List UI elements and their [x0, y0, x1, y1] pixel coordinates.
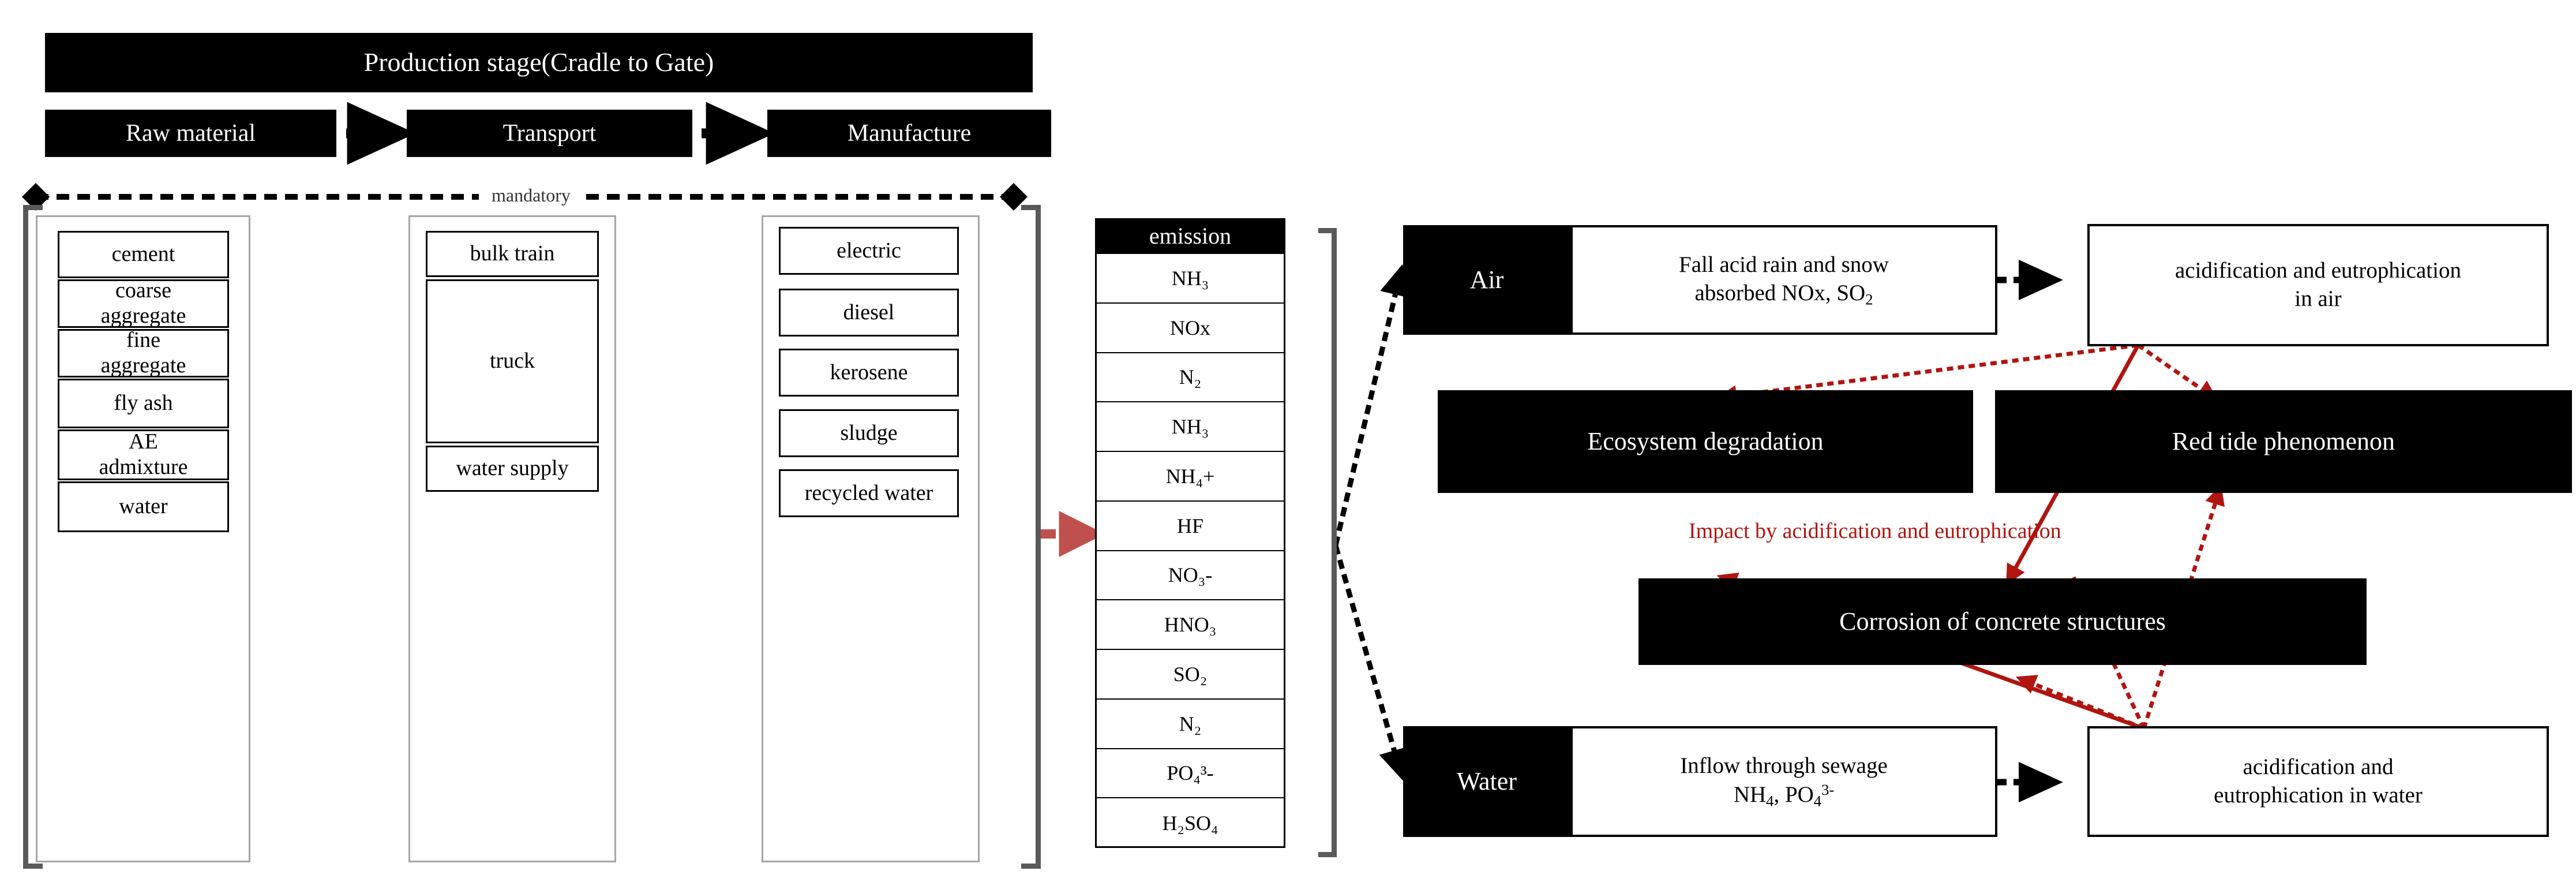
water-result-box: acidification and eutrophication in wate…: [2087, 726, 2549, 837]
emission-row-label: N₂: [1179, 712, 1202, 735]
water-result-line-1: acidification and: [2243, 754, 2394, 780]
transport-item-bulk-train[interactable]: bulk train: [426, 231, 599, 277]
manufacture-item-sludge[interactable]: sludge: [779, 409, 959, 457]
raw-item-fine-aggregate[interactable]: fine aggregate: [58, 328, 229, 378]
raw-item-ae-admixture-label-2: admixture: [99, 455, 188, 479]
transport-item-water-supply[interactable]: water supply: [426, 446, 599, 492]
raw-item-water-label: water: [119, 494, 168, 519]
raw-item-cement-label: cement: [111, 242, 175, 267]
air-effect-line-2: absorbed NOx, SO2: [1694, 280, 1873, 308]
manufacture-item-sludge-label: sludge: [840, 420, 898, 445]
raw-item-fly-ash-label: fly ash: [114, 391, 173, 416]
manufacture-item-recycled-water-label: recycled water: [804, 480, 933, 505]
mandatory-label: mandatory: [483, 185, 579, 206]
red-tide-phenomenon-box: Red tide phenomenon: [1995, 390, 2572, 493]
corrosion-label: Corrosion of concrete structures: [1839, 607, 2166, 636]
manufacture-item-electric-label: electric: [837, 238, 901, 263]
ecosystem-degradation-box: Ecosystem degradation: [1438, 390, 1973, 493]
emission-row[interactable]: H₂SO₄: [1097, 798, 1284, 848]
emission-row-label: PO₄³-: [1167, 761, 1214, 785]
manufacture-right-bracket: [1021, 205, 1041, 869]
mandatory-label-text: mandatory: [492, 185, 571, 205]
production-stage-title: Production stage(Cradle to Gate): [45, 33, 1033, 92]
manufacture-item-diesel[interactable]: diesel: [779, 289, 959, 337]
water-result-line-2: eutrophication in water: [2214, 783, 2423, 808]
water-badge: Water: [1403, 726, 1570, 837]
stage-box-manufacture[interactable]: Manufacture: [767, 110, 1051, 157]
emission-row-label: HNO₃: [1164, 613, 1217, 637]
stage-box-transport[interactable]: Transport: [407, 110, 692, 157]
emission-row-label: HF: [1176, 514, 1204, 537]
emission-row[interactable]: HNO₃: [1097, 600, 1284, 650]
manufacture-item-recycled-water[interactable]: recycled water: [779, 469, 959, 517]
emission-row[interactable]: NH₄+: [1097, 452, 1284, 502]
impact-note: Impact by acidification and eutrophicati…: [1689, 518, 2061, 544]
raw-item-coarse-aggregate-label-2: aggregate: [100, 304, 186, 328]
air-result-line-1: acidification and eutrophication: [2175, 258, 2461, 283]
emission-row[interactable]: N₂: [1097, 353, 1284, 403]
stage-label-raw-material: Raw material: [125, 119, 256, 147]
raw-item-ae-admixture-label-1: AE: [129, 429, 158, 454]
air-result-box: acidification and eutrophication in air: [2087, 224, 2549, 346]
raw-item-ae-admixture[interactable]: AE admixture: [58, 429, 229, 480]
emission-right-bracket: [1318, 228, 1337, 857]
raw-item-fine-aggregate-label-2: aggregate: [100, 353, 186, 378]
raw-item-coarse-aggregate-label-1: coarse: [115, 278, 172, 303]
production-stage-title-text: Production stage(Cradle to Gate): [363, 47, 714, 77]
stage-label-transport: Transport: [503, 119, 597, 147]
air-effect-box: Fall acid rain and snow absorbed NOx, SO…: [1570, 225, 1997, 335]
emission-list: NH₃ NOx N₂ NH₃ NH₄+ HF NO₃- HNO₃ SO₂ N₂ …: [1095, 254, 1285, 848]
raw-item-fine-aggregate-label-1: fine: [126, 328, 161, 353]
air-result-line-2: in air: [2294, 286, 2342, 311]
transport-item-truck-label: truck: [489, 349, 535, 373]
emission-row[interactable]: N₂: [1097, 700, 1284, 749]
emission-header-label: emission: [1149, 223, 1232, 249]
manufacture-item-kerosene-label: kerosene: [830, 360, 908, 384]
emission-header: emission: [1095, 218, 1285, 254]
emission-row-label: NH₄+: [1165, 464, 1215, 488]
transport-item-truck[interactable]: truck: [426, 279, 599, 443]
manufacture-item-electric[interactable]: electric: [779, 227, 959, 275]
water-effect-line-2: NH4, PO43-: [1733, 781, 1835, 810]
water-effect-box: Inflow through sewage NH4, PO43-: [1570, 726, 1997, 837]
emission-row-label: NOx: [1170, 316, 1210, 339]
ecosystem-degradation-label: Ecosystem degradation: [1587, 427, 1824, 455]
manufacture-item-kerosene[interactable]: kerosene: [779, 349, 959, 397]
emission-row[interactable]: PO₄³-: [1097, 749, 1284, 799]
raw-item-fly-ash[interactable]: fly ash: [58, 379, 229, 428]
emission-row-label: N₂: [1179, 365, 1202, 389]
air-effect-line-1: Fall acid rain and snow: [1679, 252, 1889, 277]
emission-row[interactable]: NO₃-: [1097, 551, 1284, 601]
water-badge-label: Water: [1457, 767, 1517, 795]
air-badge: Air: [1403, 225, 1570, 335]
raw-item-water[interactable]: water: [58, 481, 229, 532]
red-tide-phenomenon-label: Red tide phenomenon: [2172, 427, 2395, 455]
emission-row-label: H₂SO₄: [1162, 812, 1218, 835]
raw-item-coarse-aggregate[interactable]: coarse aggregate: [58, 278, 229, 328]
emission-row[interactable]: NOx: [1097, 304, 1284, 353]
stage-box-raw-material[interactable]: Raw material: [45, 110, 336, 157]
emission-row-label: SO₂: [1173, 662, 1208, 686]
water-effect-line-1: Inflow through sewage: [1680, 753, 1888, 779]
raw-item-cement[interactable]: cement: [58, 231, 229, 278]
emission-row[interactable]: HF: [1097, 502, 1284, 551]
left-bracket: [23, 205, 43, 869]
transport-item-bulk-train-label: bulk train: [470, 241, 555, 266]
manufacture-item-diesel-label: diesel: [843, 300, 895, 324]
emission-row-label: NH₃: [1171, 415, 1209, 439]
emission-row[interactable]: SO₂: [1097, 650, 1284, 700]
emission-row[interactable]: NH₃: [1097, 254, 1284, 304]
emission-row-label: NH₃: [1171, 266, 1209, 290]
impact-note-text: Impact by acidification and eutrophicati…: [1689, 519, 2061, 543]
corrosion-box: Corrosion of concrete structures: [1638, 578, 2367, 665]
air-badge-label: Air: [1469, 265, 1504, 294]
transport-item-water-supply-label: water supply: [456, 456, 569, 481]
emission-row-label: NO₃-: [1168, 563, 1213, 587]
emission-row[interactable]: NH₃: [1097, 402, 1284, 452]
stage-label-manufacture: Manufacture: [847, 119, 972, 147]
